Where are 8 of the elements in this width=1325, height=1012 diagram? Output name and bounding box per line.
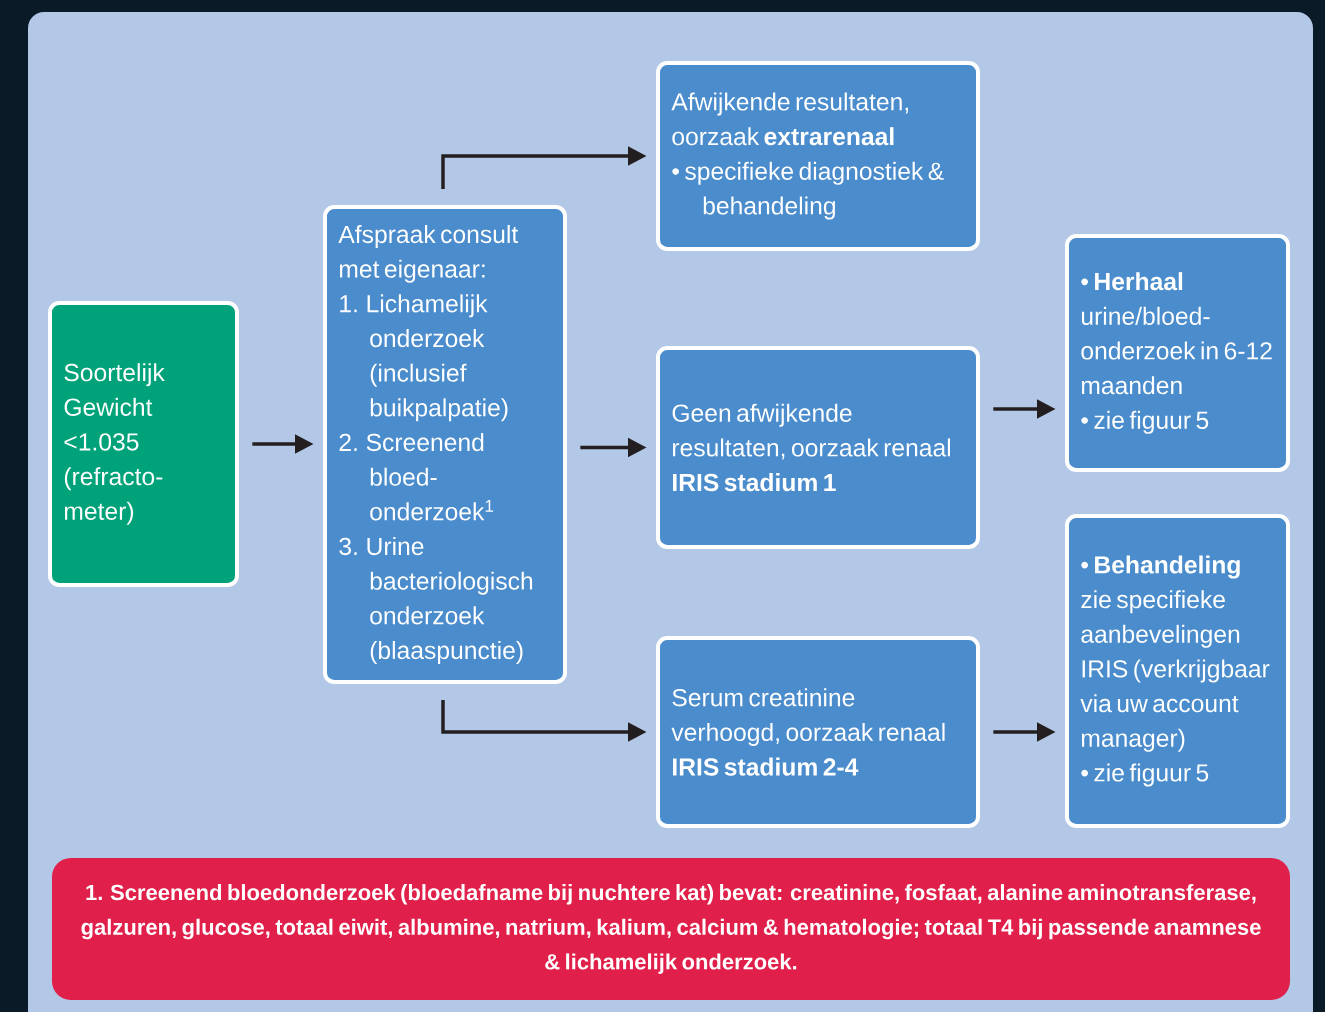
process-box: Afwijkende resultaten, oorzaak extrarenaal • specifieke diagnostiek & behandeling	[656, 61, 980, 251]
footnote-box: 1. Screenend bloedonderzoek (bloedafname bij nuchtere kat) bevat: creatinine, fosfaat, alanine aminotransferase, galzuren, glucose, totaal eiwit, albumine, natrium, kalium, calcium & hematologie; totaal T4 bij passende anamnese & lichamelijk onderzoek.	[52, 858, 1290, 1000]
process-box: • Herhaal urine/bloed-onderzoek in 6-12 maanden • zie figuur 5	[1065, 234, 1290, 472]
start-box: Soortelijk Gewicht <1.035 (refracto-meter)	[48, 301, 239, 587]
process-box: Serum creatinine verhoogd, oorzaak renaal IRIS stadium 2-4	[656, 636, 980, 828]
process-box: Afspraak consult met eigenaar: 1. Lichamelijk onderzoek (inclusief buikpalpatie) 2. Screenend bloed-onderzoek$^{1}$ 3. Urine bacteriologisch onderzoek (blaaspunctie)	[323, 205, 567, 684]
process-box: • Behandeling zie specifieke aanbevelingen IRIS (verkrijgbaar via uw account manager) • zie figuur 5	[1065, 514, 1290, 828]
process-box: Geen afwijkende resultaten, oorzaak renaal IRIS stadium 1	[656, 346, 980, 549]
